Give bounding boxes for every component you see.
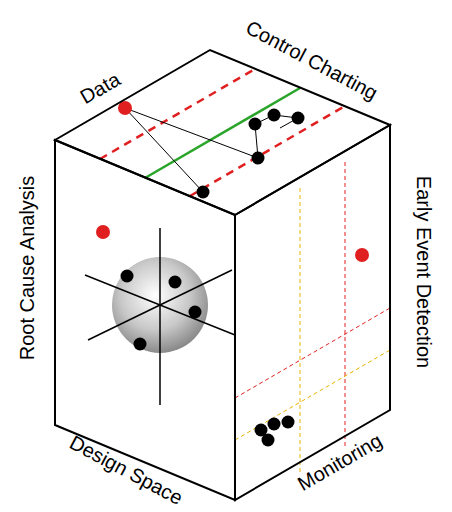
data-dot [134,338,147,351]
axis-line [159,228,161,405]
data-dot [197,186,210,199]
data-dot [189,306,202,319]
axis-label: Design Space [66,432,185,508]
data-dot [249,118,262,131]
data-dot [268,109,281,122]
axis-label: Data [77,69,124,107]
axis-label: Root Cause Analysis [17,176,37,361]
axis-label: Early Event Detection [414,176,434,368]
limit-line [235,350,390,440]
data-dot [268,418,281,431]
axis-line [88,270,232,340]
limit-line [235,308,390,398]
outlier-dot [355,248,369,262]
data-dot [292,112,305,125]
axis-label: Control Charting [243,17,381,103]
limit-line [190,106,345,196]
data-dot [262,434,275,447]
data-dot [121,270,134,283]
data-dot [252,152,265,165]
limit-line [345,162,346,446]
limit-line [300,188,301,472]
outlier-dot [96,225,110,239]
center-line [145,88,300,178]
data-dot [282,416,295,429]
data-dot [169,276,182,289]
limit-line [100,69,255,159]
right-face [235,125,390,500]
